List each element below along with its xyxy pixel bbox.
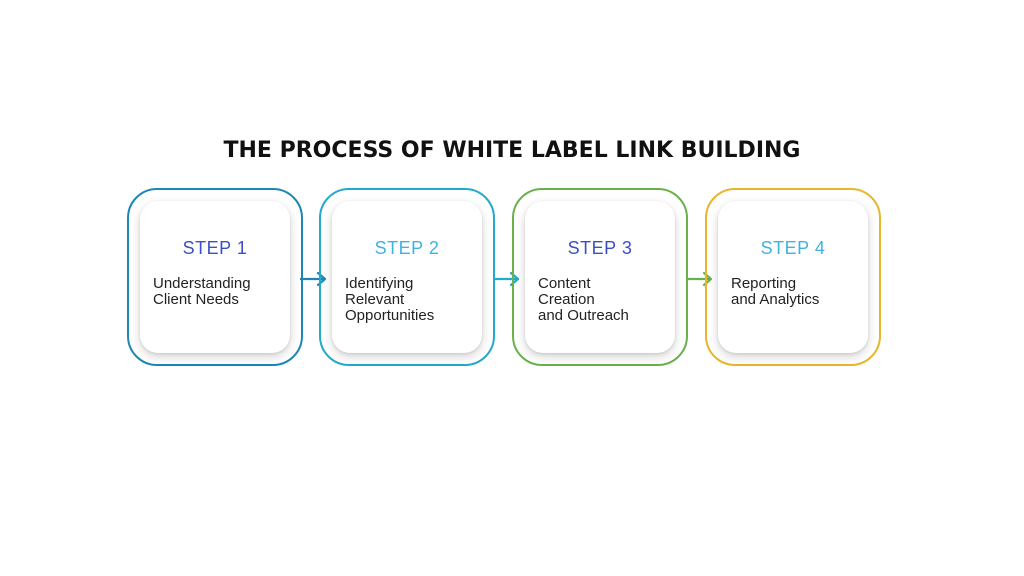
step-4-label: STEP 4	[760, 238, 826, 258]
step-2-card: STEP 2 Identifying Relevant Opportunitie…	[332, 201, 482, 353]
step-3-description: Content Creation and Outreach	[538, 275, 629, 324]
step-3-card: STEP 3 Content Creation and Outreach	[525, 201, 675, 353]
step-1-description: Understanding Client Needs	[153, 275, 251, 308]
step-2-description: Identifying Relevant Opportunities	[345, 275, 435, 324]
step-2-label: STEP 2	[374, 238, 440, 258]
step-3-box: STEP 3 Content Creation and Outreach	[512, 188, 688, 366]
step-4-card: STEP 4 Reporting and Analytics	[718, 201, 868, 353]
step-1-label: STEP 1	[182, 238, 248, 258]
step-4-description: Reporting and Analytics	[731, 275, 820, 308]
step-2-box: STEP 2 Identifying Relevant Opportunitie…	[319, 188, 495, 366]
step-1-box: STEP 1 Understanding Client Needs	[127, 188, 303, 366]
step-1-card: STEP 1 Understanding Client Needs	[140, 201, 290, 353]
step-3-label: STEP 3	[567, 238, 633, 258]
step-4-box: STEP 4 Reporting and Analytics	[705, 188, 881, 366]
diagram-title: THE PROCESS OF WHITE LABEL LINK BUILDING	[223, 138, 801, 163]
